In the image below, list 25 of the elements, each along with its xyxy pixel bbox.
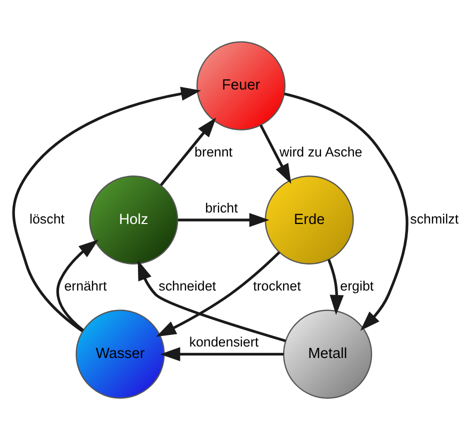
edge-label: schmilzt [410,211,459,226]
edge-label: brennt [194,144,233,160]
arrow [178,212,270,228]
edge-label: kondensiert [189,334,259,350]
edge-label: bricht [205,200,238,216]
arrow [327,259,344,315]
arrow [284,92,408,331]
arrow [160,117,216,186]
arrow [138,260,286,342]
arrow [160,347,284,362]
node-circle: Feuer [196,41,286,130]
edge-label: ergibt [340,278,374,294]
node-circle: Erde [264,175,354,265]
edge-label: wird zu Asche [280,144,362,160]
arrow [56,239,99,332]
arrow [12,86,202,332]
edge-label: schneidet [158,278,216,294]
arrow [156,251,280,337]
node-circle: Holz [89,175,178,265]
node-circle: Metall [283,310,372,399]
edge-label: löscht [29,211,65,226]
edge-label: ernährt [64,278,107,294]
node-circle: Wasser [76,310,165,399]
arrow [260,124,292,184]
edge-label: trocknet [253,278,301,294]
